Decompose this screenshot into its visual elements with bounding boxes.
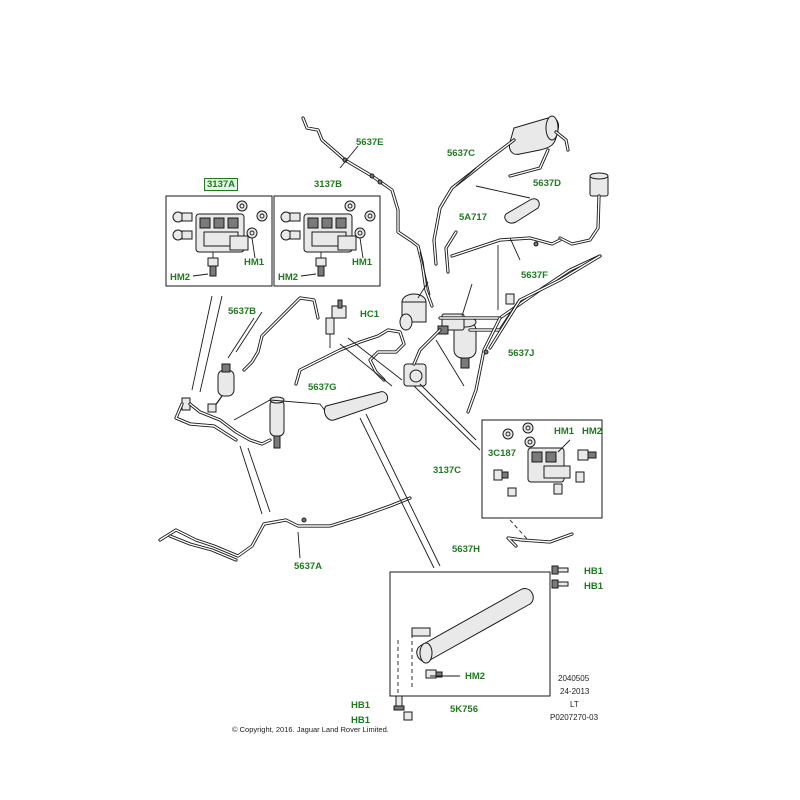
illustration-doc-number: P0207270-03 — [550, 713, 599, 722]
pipe-5637g — [294, 328, 406, 387]
left-assembly — [158, 295, 441, 569]
pipe-5637b — [227, 296, 320, 372]
module-5k756-group — [389, 565, 569, 721]
part-label-hb1-b[interactable]: HB1 — [584, 581, 604, 592]
module-3137c-group — [481, 419, 603, 519]
part-label-5k756[interactable]: 5K756 — [450, 704, 478, 715]
copyright-notice: © Copyright, 2016. Jaguar Land Rover Lim… — [232, 725, 389, 734]
part-label-5637f[interactable]: 5637F — [521, 270, 548, 281]
reservoir-group — [432, 115, 609, 310]
illustration-side: LT — [570, 700, 579, 709]
part-label-hb1-a[interactable]: HB1 — [584, 566, 604, 577]
part-label-hm1-a[interactable]: HM1 — [244, 257, 265, 268]
central-assembly — [399, 254, 602, 451]
part-label-5637j[interactable]: 5637J — [508, 348, 535, 359]
part-label-hm1-b[interactable]: HM1 — [352, 257, 373, 268]
part-label-5637c[interactable]: 5637C — [447, 148, 475, 159]
part-label-3c187[interactable]: 3C187 — [488, 448, 516, 459]
part-label-5637a[interactable]: 5637A — [294, 561, 322, 572]
part-label-5637h[interactable]: 5637H — [452, 544, 480, 555]
part-label-5a717[interactable]: 5A717 — [459, 212, 487, 223]
part-label-5637e[interactable]: 5637E — [356, 137, 384, 148]
pipe-5637e — [301, 116, 434, 308]
part-label-hb1-c[interactable]: HB1 — [351, 700, 371, 711]
part-label-hm1-c[interactable]: HM1 — [554, 426, 575, 437]
part-label-5637b[interactable]: 5637B — [228, 306, 256, 317]
illustration-code: 2040505 — [558, 674, 590, 683]
part-label-hb1-d[interactable]: HB1 — [351, 715, 371, 726]
connector-hc1 — [325, 299, 347, 348]
part-label-hc1[interactable]: HC1 — [360, 309, 380, 320]
illustration-date: 24-2013 — [560, 687, 590, 696]
part-label-3137b[interactable]: 3137B — [314, 179, 342, 190]
module-3137a-group — [165, 195, 273, 287]
part-label-5637d[interactable]: 5637D — [533, 178, 561, 189]
part-label-5637g[interactable]: 5637G — [308, 382, 337, 393]
part-label-3137c[interactable]: 3137C — [433, 465, 461, 476]
module-3137b-group — [273, 195, 381, 287]
part-label-hm2-b[interactable]: HM2 — [278, 272, 299, 283]
part-label-hm2-a[interactable]: HM2 — [170, 272, 191, 283]
part-label-hm2-d[interactable]: HM2 — [465, 671, 486, 682]
pipe-5637h — [506, 519, 574, 548]
part-label-3137a[interactable]: 3137A — [204, 178, 238, 191]
part-label-hm2-c[interactable]: HM2 — [582, 426, 603, 437]
